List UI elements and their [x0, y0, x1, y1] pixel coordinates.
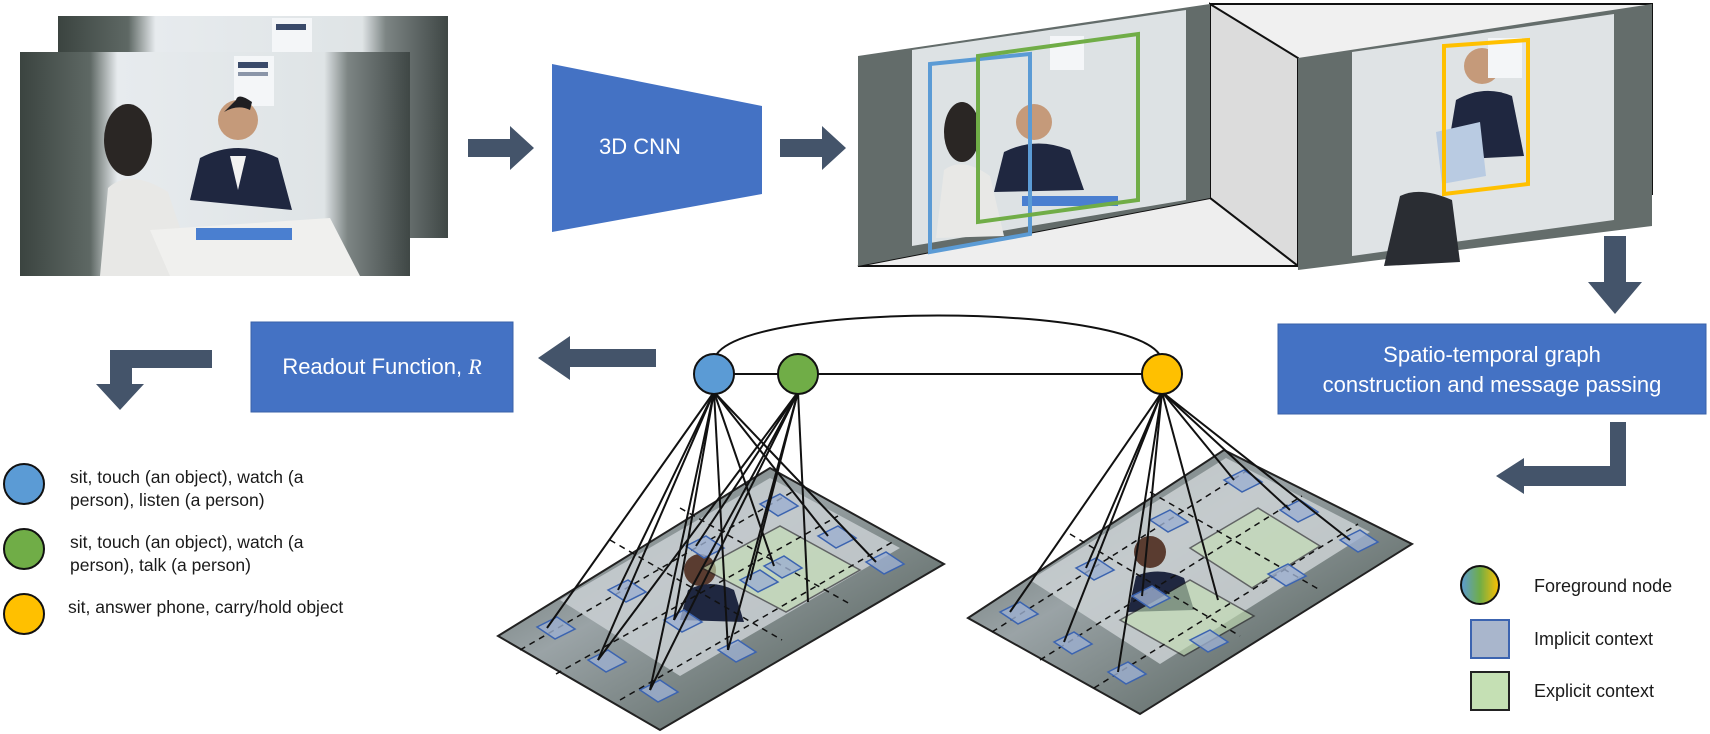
- implicit-context-patch: [1148, 509, 1190, 533]
- graph-node-green: [777, 353, 819, 395]
- bbox-blue: [928, 51, 1032, 255]
- explicit-context-region-right: [1188, 507, 1322, 589]
- implicit-context-patch: [998, 601, 1040, 625]
- implicit-context-patch: [816, 525, 858, 549]
- implicit-context-patch: [1222, 469, 1264, 493]
- readout-box: [250, 321, 514, 413]
- video-frame-front: [20, 52, 410, 276]
- legend-explicit-label: Explicit context: [1534, 681, 1654, 701]
- graph-box-line2: construction and message passing: [1323, 372, 1662, 397]
- explicit-context-region-right-2: [1118, 579, 1256, 657]
- legend-implicit-label: Implicit context: [1534, 629, 1653, 649]
- bbox-yellow: [1442, 37, 1530, 197]
- bbox-green: [976, 31, 1140, 225]
- arrow-down-to-graph: [1588, 236, 1642, 314]
- arrow-to-readout: [538, 336, 656, 380]
- feature-volume: [857, 2, 1653, 270]
- arrow-elbow-to-actions: [96, 350, 212, 410]
- node-connections: [546, 391, 1351, 691]
- graph-node-blue: [693, 353, 735, 395]
- spatial-grid-right: [966, 448, 1415, 716]
- implicit-context-patch: [864, 551, 906, 575]
- arrow-to-features: [780, 126, 846, 170]
- arrow-to-cnn: [468, 126, 534, 170]
- action-node-yellow: [3, 593, 45, 635]
- graph-node-yellow: [1141, 353, 1183, 395]
- implicit-context-patch: [738, 569, 780, 593]
- implicit-context-patch: [535, 616, 577, 640]
- graph-arc-edge: [713, 314, 1163, 363]
- graph-structure: [713, 314, 1163, 375]
- legend-foreground-node-icon: [1460, 565, 1500, 605]
- readout-label: Readout Function, R: [282, 354, 482, 379]
- cnn-block: [552, 64, 762, 232]
- feature-slice-first: [858, 4, 1210, 266]
- feature-slice-last: [1298, 4, 1652, 270]
- action-label-green: sit, touch (an object), watch (a person)…: [70, 532, 304, 575]
- graph-construction-box: [1277, 323, 1707, 415]
- spatial-grid-left: [496, 466, 947, 732]
- implicit-context-patch: [1338, 529, 1380, 553]
- readout-label-text: Readout Function,: [282, 354, 468, 379]
- implicit-context-patch: [1106, 661, 1148, 685]
- input-video-frames: [20, 16, 448, 276]
- implicit-context-patch: [1266, 563, 1308, 587]
- action-label-blue: sit, touch (an object), watch (a person)…: [70, 467, 304, 510]
- arrow-elbow-to-grids: [1496, 422, 1626, 494]
- implicit-context-patch: [1278, 499, 1320, 523]
- legend-explicit-context-icon: [1470, 671, 1510, 711]
- action-node-blue: [3, 463, 45, 505]
- legend-foreground-label: Foreground node: [1534, 576, 1672, 596]
- graph-box-line1: Spatio-temporal graph: [1383, 342, 1601, 367]
- implicit-context-patch: [1188, 629, 1230, 653]
- legend-implicit-context-icon: [1470, 619, 1510, 659]
- action-label-yellow: sit, answer phone, carry/hold object: [68, 597, 344, 617]
- readout-symbol: R: [467, 354, 482, 379]
- cnn-label: 3D CNN: [599, 134, 681, 159]
- action-node-green: [3, 528, 45, 570]
